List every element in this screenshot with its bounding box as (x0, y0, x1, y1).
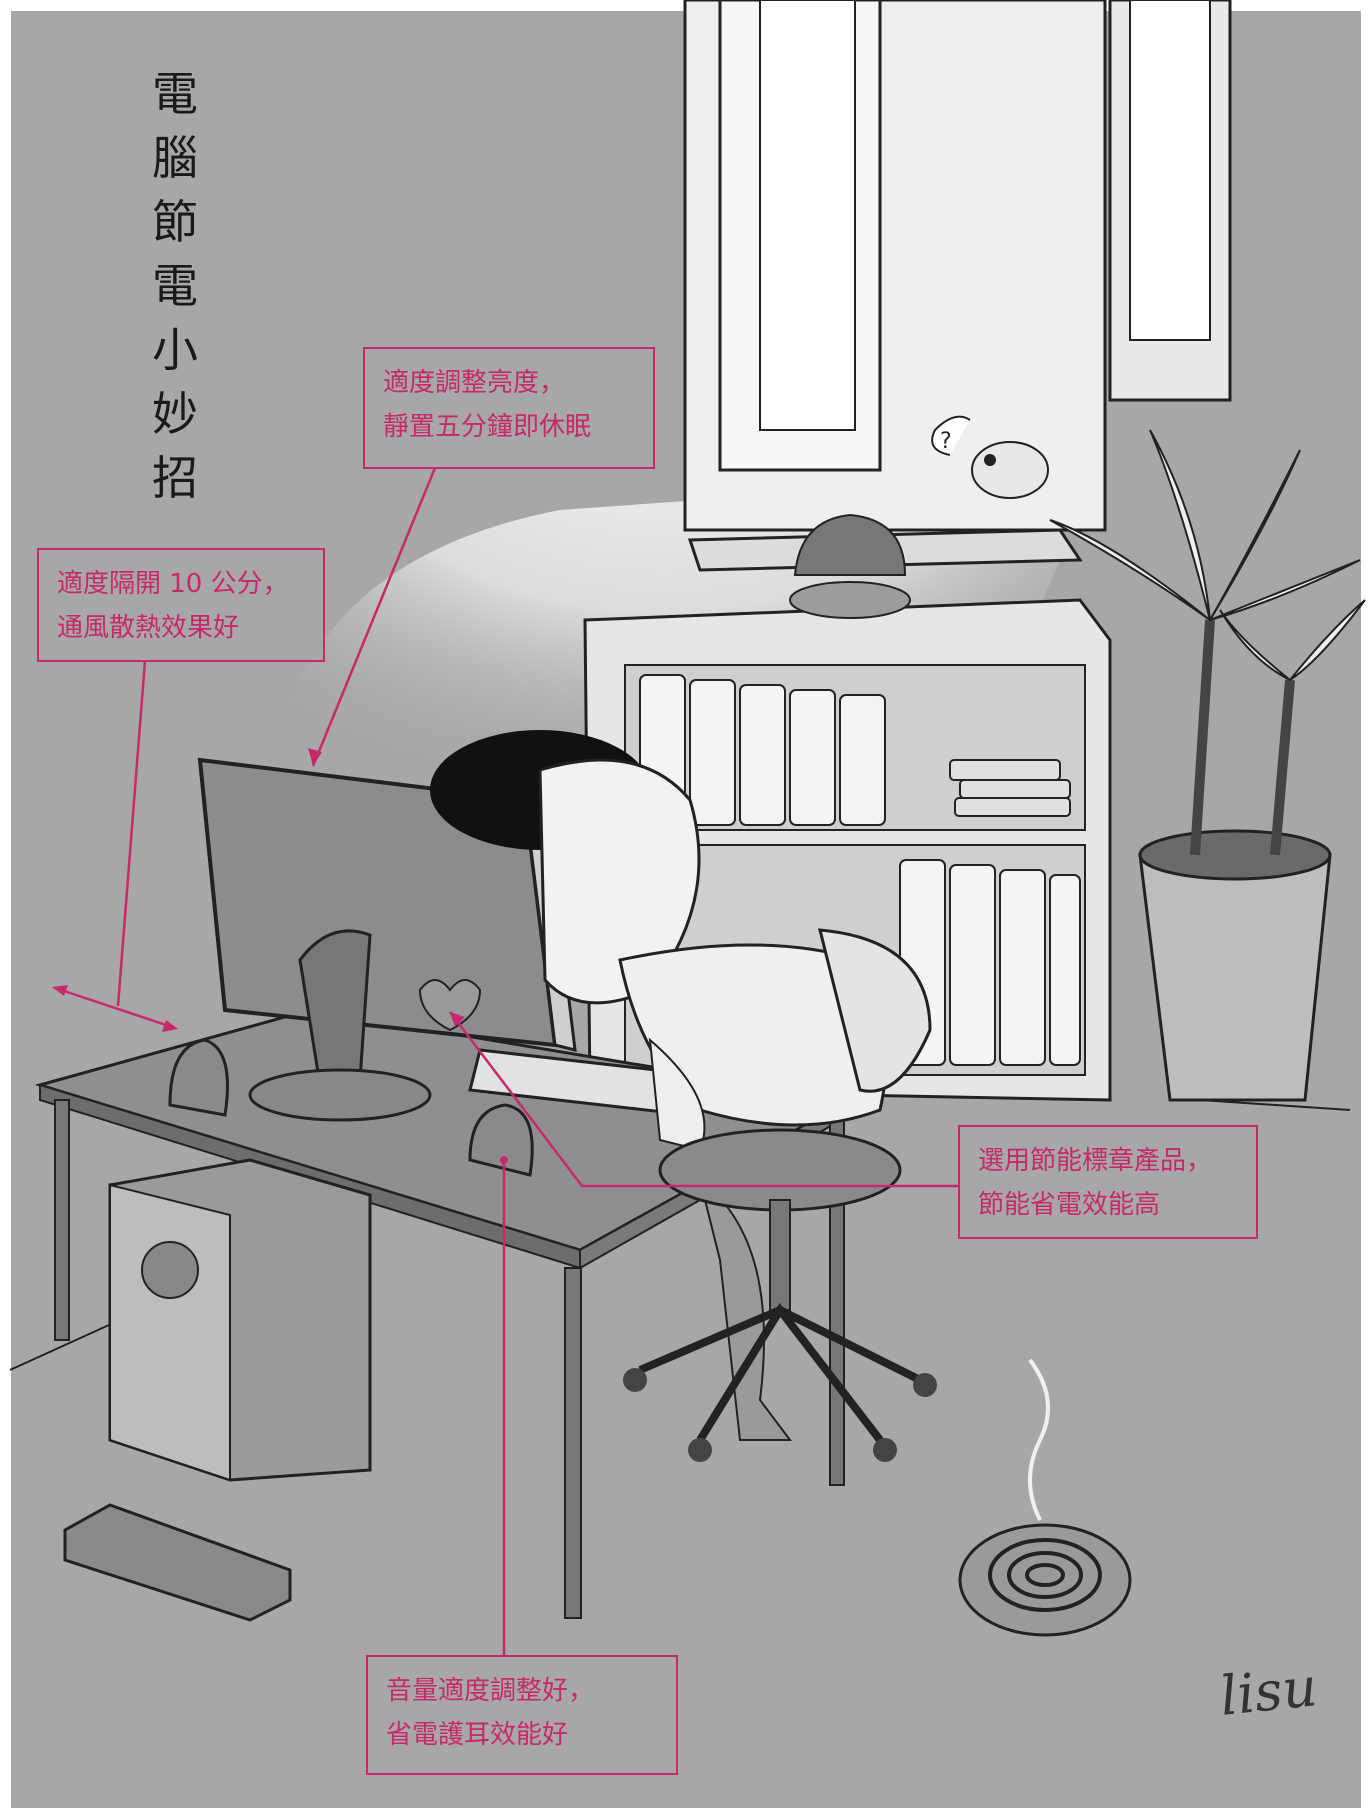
window (683, 0, 1232, 572)
callout-line: 省電護耳效能好 (386, 1720, 569, 1750)
mosquito-coil (958, 1358, 1132, 1637)
callout-brightness: 適度調整亮度， 靜置五分鐘即休眠 (363, 347, 655, 469)
title-char: 節 (152, 195, 198, 249)
energy-label-connector (449, 1011, 958, 1188)
callout-line: 適度調整亮度， (383, 368, 566, 398)
chair (623, 928, 937, 1462)
callout-line: 靜置五分鐘即休眠 (383, 412, 592, 442)
sleeping-person (430, 730, 889, 1441)
floor-line-right (1199, 1099, 1351, 1111)
title-char: 腦 (152, 131, 198, 185)
ventilation-arrowhead-right (162, 1020, 178, 1032)
power-strip (63, 1503, 292, 1622)
title-char: 小 (152, 323, 198, 377)
energy-label-heart-icon (418, 979, 482, 1032)
callout-line: 適度隔開 10 公分， (57, 569, 289, 599)
callout-arrowheads (52, 748, 508, 1164)
title-char: 電 (152, 259, 198, 313)
callout-energy-label: 選用節能標章產品， 節能省電效能高 (958, 1125, 1258, 1239)
callout-line: 節能省電效能高 (978, 1190, 1161, 1220)
svg-text:?: ? (940, 429, 952, 454)
vertical-title: 電 腦 節 電 小 妙 招 (150, 62, 200, 510)
callout-line: 選用節能標章產品， (978, 1146, 1213, 1176)
speakers (168, 1038, 534, 1177)
artist-signature: lisu (1216, 1655, 1321, 1728)
callout-line: 通風散熱效果好 (57, 613, 240, 643)
callout-volume: 音量適度調整好， 省電護耳效能好 (366, 1655, 678, 1775)
ventilation-arrow (54, 986, 176, 1030)
volume-dot (500, 1156, 508, 1164)
title-char: 妙 (152, 387, 198, 441)
ventilation-arrowhead-left (52, 985, 68, 996)
sprout-planter (789, 513, 911, 619)
ventilation-connector (116, 660, 147, 1007)
potted-plant (1049, 429, 1366, 1102)
title-char: 電 (152, 67, 198, 121)
brightness-connector (311, 467, 437, 767)
pc-tower (108, 1158, 372, 1482)
title-char: 招 (152, 451, 198, 505)
callout-line: 音量適度調整好， (386, 1676, 595, 1706)
energy-label-arrowhead (450, 1012, 465, 1027)
callout-connectors (54, 467, 958, 1655)
callout-ventilation: 適度隔開 10 公分， 通風散熱效果好 (37, 548, 325, 662)
bird: ? (931, 415, 1049, 499)
brightness-arrowhead (308, 748, 322, 766)
floor-line-left (9, 1319, 121, 1371)
